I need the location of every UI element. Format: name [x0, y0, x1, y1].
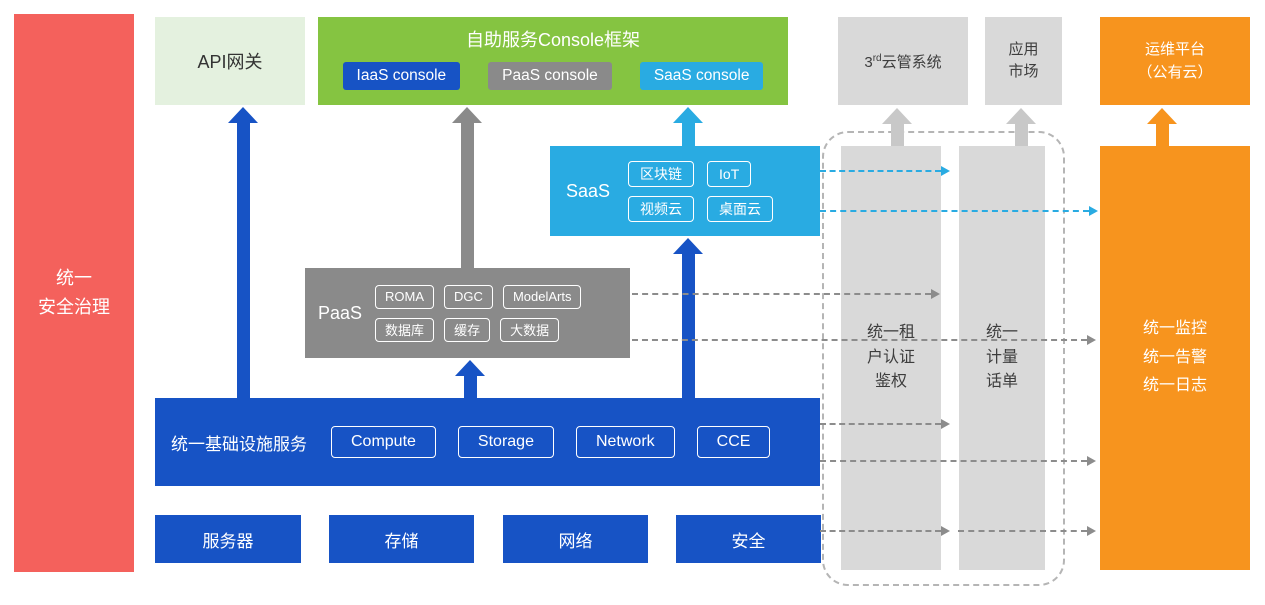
tenant-auth-bar: 统一租 户认证 鉴权	[841, 146, 941, 570]
resource-box-security: 安全	[676, 515, 821, 563]
unified-security-governance-panel: 统一 安全治理	[14, 14, 134, 572]
paas-service-chip-bigdata: 大数据	[500, 317, 560, 342]
dashed-arrow-paas-to-monitoring	[632, 335, 1096, 345]
dashed-arrow-infra-to-auth	[820, 419, 950, 429]
om-platform-label: 运维平台 （公有云）	[1137, 40, 1213, 81]
saas-service-chip-iot: IoT	[707, 160, 752, 187]
monitoring-bar: 统一监控 统一告警 统一日志	[1100, 146, 1250, 570]
arrow-infra-to-paas	[455, 360, 485, 398]
saas-console-button: SaaS console	[639, 62, 764, 90]
paas-service-chip-roma: ROMA	[375, 284, 435, 309]
console-framework-panel: 自助服务Console框架 IaaS console PaaS console …	[318, 17, 788, 105]
saas-panel-label: SaaS	[566, 180, 611, 201]
dashed-arrow-saas-to-monitoring	[820, 206, 1098, 216]
resource-box-server: 服务器	[155, 515, 301, 563]
third-party-cloud-management-box: 3rd云管系统	[838, 17, 968, 105]
arrow-auth-to-third-party	[882, 108, 912, 146]
iaas-console-button: IaaS console	[342, 62, 461, 90]
infrastructure-panel-label: 统一基础设施服务	[171, 434, 307, 454]
arrow-paas-to-console	[452, 107, 482, 268]
arrow-metering-to-app-market	[1006, 108, 1036, 146]
app-market-box: 应用 市场	[985, 17, 1062, 105]
metering-bar: 统一 计量 话单	[959, 146, 1045, 570]
saas-panel: SaaS 区块链 IoT 视频云 桌面云	[550, 146, 820, 236]
console-buttons-row: IaaS console PaaS console SaaS console	[342, 62, 764, 90]
infrastructure-panel: 统一基础设施服务 Compute Storage Network CCE	[155, 398, 820, 486]
common-services-dashed-frame	[822, 131, 1065, 586]
dashed-arrow-infra-to-monitoring	[820, 456, 1096, 466]
dashed-arrow-resources-to-monitoring	[958, 526, 1096, 536]
api-gateway-box: API网关	[155, 17, 305, 105]
unified-security-governance-label: 统一 安全治理	[38, 268, 110, 317]
infrastructure-chip-row: Compute Storage Network CCE	[331, 426, 771, 458]
app-market-label: 应用 市场	[1008, 40, 1039, 81]
saas-service-chip-desktop-cloud: 桌面云	[707, 195, 774, 222]
tenant-auth-label: 统一租 户认证 鉴权	[866, 323, 915, 391]
resource-box-storage: 存储	[329, 515, 474, 563]
paas-console-button: PaaS console	[488, 62, 612, 90]
resource-box-network: 网络	[503, 515, 648, 563]
paas-service-chip-database: 数据库	[375, 317, 435, 342]
console-framework-title: 自助服务Console框架	[465, 30, 641, 50]
paas-service-chip-modelarts: ModelArts	[502, 284, 582, 309]
dashed-arrow-saas-to-auth	[820, 166, 950, 176]
arrow-monitoring-to-om-platform	[1147, 108, 1177, 146]
arrow-infra-to-api-gateway	[228, 107, 258, 398]
saas-service-chip-blockchain: 区块链	[628, 160, 695, 187]
monitoring-label: 统一监控 统一告警 统一日志	[1142, 319, 1207, 395]
paas-chip-grid: ROMA DGC ModelArts 数据库 缓存 大数据	[375, 284, 582, 342]
third-party-cloud-management-label: 3rd云管系统	[864, 52, 942, 71]
infrastructure-chip-cce: CCE	[696, 426, 771, 458]
dashed-arrow-paas-to-auth	[632, 289, 940, 299]
saas-service-chip-video-cloud: 视频云	[628, 195, 695, 222]
paas-panel: PaaS ROMA DGC ModelArts 数据库 缓存 大数据	[305, 268, 630, 358]
infrastructure-chip-network: Network	[575, 426, 675, 458]
infrastructure-chip-compute: Compute	[331, 426, 436, 458]
dashed-arrow-resources-to-metering	[820, 526, 950, 536]
om-platform-box: 运维平台 （公有云）	[1100, 17, 1250, 105]
saas-chip-grid: 区块链 IoT 视频云 桌面云	[628, 160, 774, 222]
arrow-infra-to-saas	[673, 238, 703, 398]
paas-service-chip-cache: 缓存	[444, 317, 491, 342]
paas-panel-label: PaaS	[318, 302, 363, 323]
metering-label: 统一 计量 话单	[985, 323, 1018, 391]
infrastructure-chip-storage: Storage	[457, 426, 554, 458]
arrow-saas-to-console	[673, 107, 703, 146]
paas-service-chip-dgc: DGC	[444, 284, 493, 309]
api-gateway-label: API网关	[197, 52, 263, 72]
